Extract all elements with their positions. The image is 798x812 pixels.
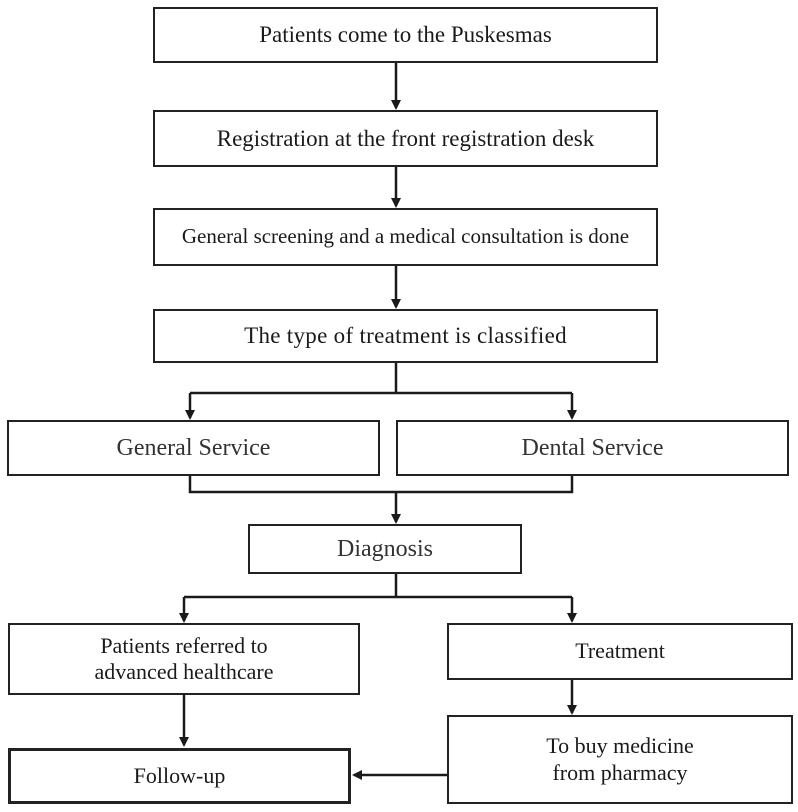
step-screening-label: General screening and a medical consulta… xyxy=(181,224,630,249)
step-treatment-label: Treatment xyxy=(575,638,665,664)
step-treatment: Treatment xyxy=(447,623,793,680)
step-dental-service-label: Dental Service xyxy=(521,434,664,461)
step-general-service-label: General Service xyxy=(116,434,271,461)
step-arrival: Patients come to the Puskesmas xyxy=(153,7,658,63)
connector-services-merge xyxy=(188,476,574,494)
step-classification-label: The type of treatment is classified xyxy=(244,323,567,349)
step-follow-up-label: Follow-up xyxy=(133,762,226,788)
step-registration: Registration at the front registration d… xyxy=(153,110,658,167)
step-general-service: General Service xyxy=(7,420,380,476)
step-referral: Patients referred to advanced healthcare xyxy=(8,623,360,695)
connector-diagnosis-split xyxy=(184,574,572,599)
step-medicine: To buy medicine from pharmacy xyxy=(447,715,793,804)
step-medicine-label: To buy medicine from pharmacy xyxy=(546,733,694,785)
step-screening: General screening and a medical consulta… xyxy=(153,208,658,266)
step-follow-up: Follow-up xyxy=(8,748,351,804)
step-dental-service: Dental Service xyxy=(396,420,789,476)
step-diagnosis-label: Diagnosis xyxy=(337,535,433,562)
step-registration-label: Registration at the front registration d… xyxy=(216,125,595,151)
step-referral-label: Patients referred to advanced healthcare xyxy=(94,632,274,684)
step-diagnosis: Diagnosis xyxy=(248,524,522,574)
step-classification: The type of treatment is classified xyxy=(153,309,658,363)
connector-classification-split xyxy=(190,363,572,395)
step-arrival-label: Patients come to the Puskesmas xyxy=(259,22,552,48)
